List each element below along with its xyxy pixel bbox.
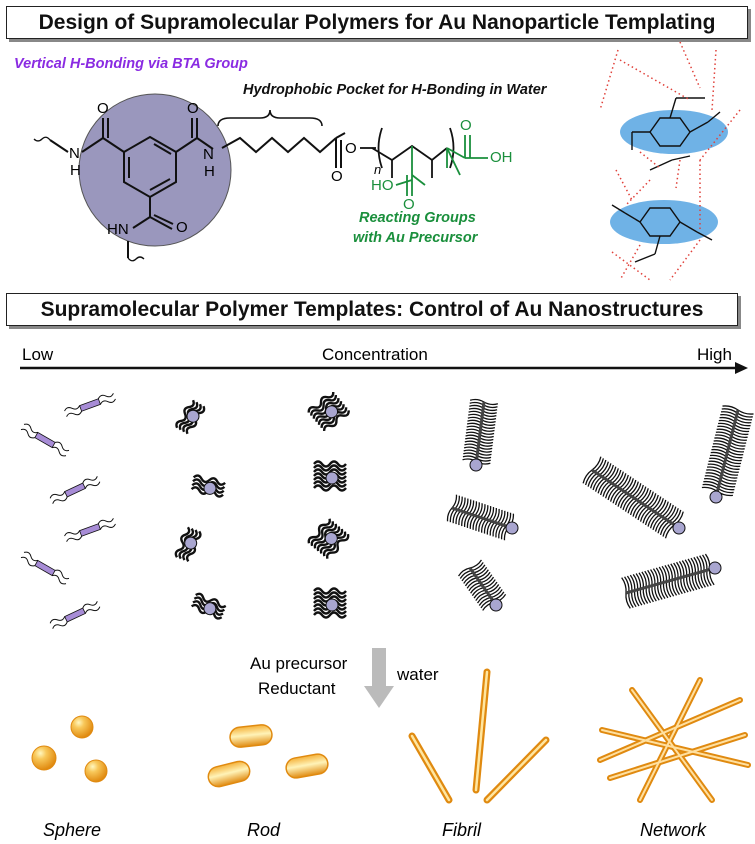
repeat-subscript-n: n <box>374 162 382 177</box>
fibril <box>446 494 519 541</box>
aggregate <box>313 460 347 492</box>
pocket-label: Hydrophobic Pocket for H-Bonding in Wate… <box>243 82 547 98</box>
atom-o-ester-carbonyl: O <box>331 168 343 185</box>
monomer-column <box>20 393 116 629</box>
top-section-title: Design of Supramolecular Polymers for Au… <box>6 6 748 39</box>
atom-o-ester: O <box>345 140 357 157</box>
monomer <box>49 476 101 504</box>
aggregate <box>174 526 202 563</box>
gold-network <box>597 677 751 803</box>
bta-label: Vertical H-Bonding via BTA Group <box>14 56 248 72</box>
aggregate <box>307 391 350 431</box>
atom-ho-acid-left: HO <box>371 177 394 194</box>
monomer <box>64 393 116 417</box>
reagents-line-1: Au precursor <box>250 654 348 673</box>
atom-o-right: O <box>187 100 199 117</box>
shape-label-network: Network <box>640 820 707 840</box>
bottom-section-title: Supramolecular Polymer Templates: Contro… <box>6 293 738 326</box>
bottom-amide-arm <box>127 197 174 262</box>
fibril <box>701 405 754 504</box>
axis-mid-label: Concentration <box>322 345 428 364</box>
polymer-backbone <box>360 127 455 178</box>
carboxyl-groups <box>395 135 488 196</box>
atom-o-bottom: O <box>176 219 188 236</box>
reagents-line-2: Reductant <box>258 679 336 698</box>
monomer <box>49 601 101 629</box>
atom-h-right: H <box>204 163 215 180</box>
fibril <box>582 456 686 539</box>
gold-fibrils <box>408 668 550 804</box>
shape-label-sphere: Sphere <box>43 820 102 840</box>
gold-spheres <box>31 715 108 783</box>
hbond-inset <box>599 41 741 281</box>
aggregate-columns <box>174 391 350 620</box>
aggregate <box>190 592 227 620</box>
axis-arrowhead <box>735 362 748 374</box>
left-amide-arm <box>33 118 125 153</box>
alkyl-chain <box>221 132 346 168</box>
shape-label-rod: Rod <box>247 820 281 840</box>
aggregate <box>307 518 350 559</box>
monomer <box>64 518 116 542</box>
fibril <box>457 559 507 612</box>
axis-high-label: High <box>697 345 732 364</box>
atom-hn-bottom: HN <box>107 221 129 238</box>
hbond-disc-upper <box>620 110 728 154</box>
atom-o-acid-left: O <box>403 196 415 213</box>
gold-rods <box>207 724 329 788</box>
pocket-brace <box>217 109 323 127</box>
atom-o-left: O <box>97 100 109 117</box>
shape-label-fibril: Fibril <box>442 820 481 840</box>
hbond-disc-lower <box>610 200 718 244</box>
atom-oh-acid-right: OH <box>490 149 513 166</box>
atom-n-right: N <box>203 146 214 163</box>
reaction-arrow <box>364 648 394 708</box>
atom-n-left: N <box>69 145 80 162</box>
reacting-label-1: Reacting Groups <box>359 210 476 226</box>
aggregate <box>190 474 226 498</box>
right-amide-arm <box>175 118 214 153</box>
fibril-columns <box>446 398 754 612</box>
aggregate <box>175 399 206 435</box>
fibril <box>462 398 499 472</box>
monomer <box>20 423 70 457</box>
atom-o-acid-right: O <box>460 117 472 134</box>
atom-h-left: H <box>70 162 81 179</box>
fibril <box>621 553 722 609</box>
solvent-label: water <box>397 665 439 684</box>
axis-low-label: Low <box>22 345 54 364</box>
aggregate <box>313 587 347 619</box>
reacting-label-2: with Au Precursor <box>353 230 478 246</box>
monomer <box>20 551 70 585</box>
